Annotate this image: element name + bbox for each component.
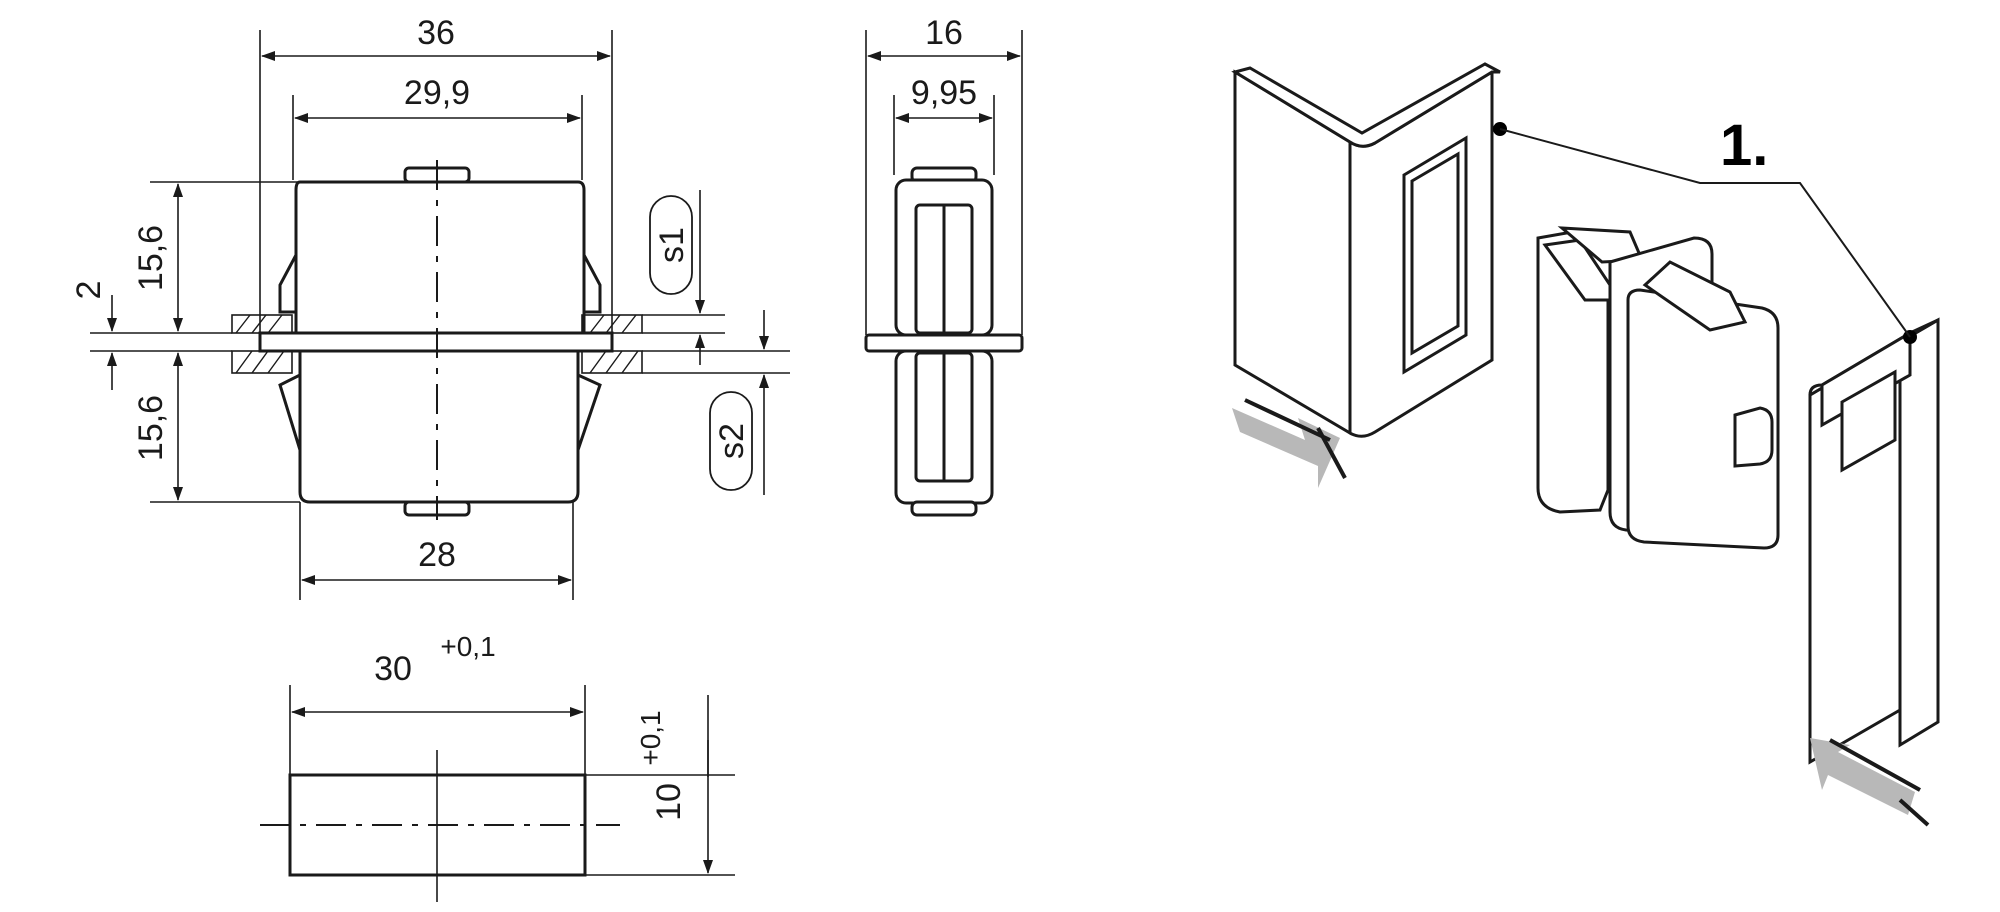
left-lower-clip <box>278 372 302 451</box>
upper-housing <box>294 180 586 340</box>
dim-cutout-height-tol: +0,1 <box>635 710 666 765</box>
front-view: 36 29,9 <box>70 14 790 600</box>
panel-right <box>581 314 643 374</box>
dim-width-body: 29,9 <box>404 74 470 112</box>
side-bottom-tab <box>910 500 978 517</box>
dim-width-overall: 36 <box>417 14 455 52</box>
left-upper-clip <box>278 254 298 314</box>
gap-label-s2: s2 <box>713 423 751 459</box>
dim-height-lower: 15,6 <box>132 395 170 461</box>
right-lower-clip <box>576 372 602 451</box>
callout-label: 1. <box>1720 113 1768 178</box>
right-upper-clip <box>582 254 602 314</box>
cutout-view: 30 +0,1 10 +0,1 <box>260 631 735 902</box>
s1-badge <box>649 195 693 295</box>
dim-depth-overall: 16 <box>925 14 963 52</box>
latch-module <box>1536 226 1780 550</box>
dim-panel-thickness: 2 <box>70 281 108 300</box>
dim-cutout-width: 30 <box>374 650 412 688</box>
dim-height-upper: 15,6 <box>132 225 170 291</box>
insert-arrow-right <box>1232 398 1347 488</box>
side-flange <box>864 333 1024 353</box>
dim-cutout-width-tol: +0,1 <box>440 631 495 662</box>
gap-label-s1: s1 <box>653 227 691 263</box>
lower-housing <box>298 349 580 504</box>
dim-depth-body: 9,95 <box>911 74 977 112</box>
side-view: 16 9,95 <box>864 14 1024 517</box>
s2-badge <box>709 391 753 491</box>
dim-cutout-height: 10 <box>650 783 688 821</box>
left-door-panel <box>1231 62 1501 438</box>
callout-leader <box>1499 128 1911 338</box>
insert-arrow-left <box>1810 738 1930 827</box>
assembly-view: 1. <box>1231 62 1940 827</box>
right-door-panel <box>1808 317 1940 765</box>
panel-left <box>231 314 293 374</box>
dim-width-bottom: 28 <box>418 536 456 574</box>
